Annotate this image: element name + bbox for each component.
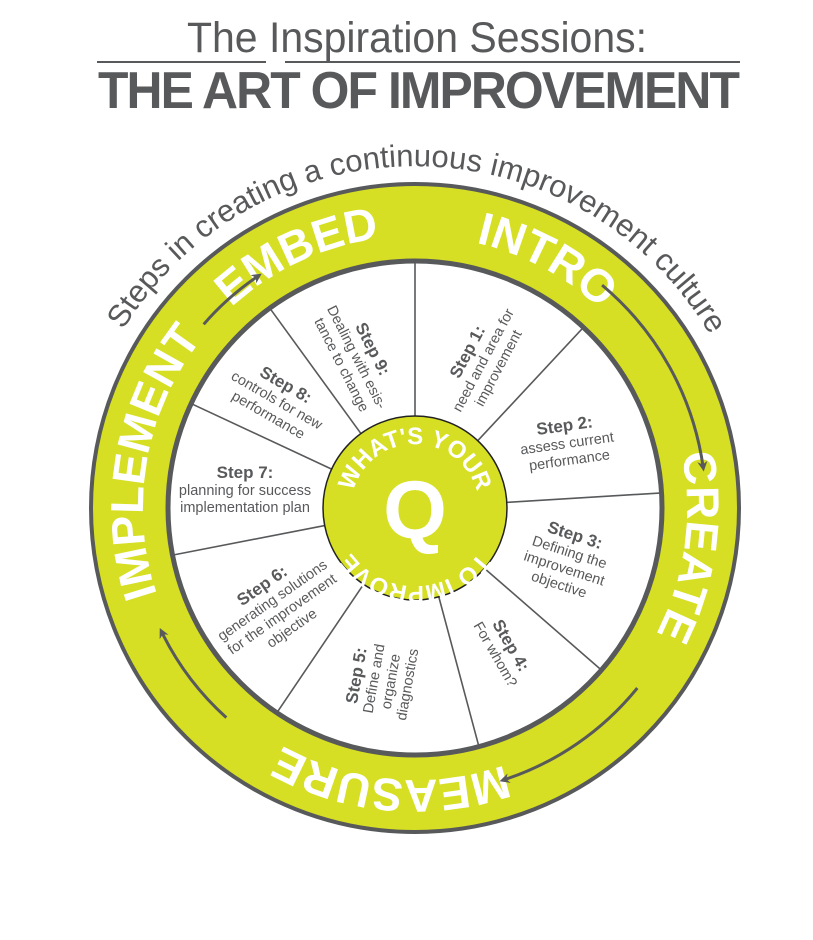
step-description: planning for success [179, 483, 311, 499]
segment-divider [506, 492, 660, 504]
segment-divider [477, 328, 583, 442]
segment-divider [270, 309, 362, 435]
page-subtitle: The Inspiration Sessions: [187, 14, 647, 62]
segment-divider [438, 596, 480, 745]
step-description: implementation plan [180, 500, 310, 516]
wheel: Step 1:need and area forimprovementStep … [89, 138, 741, 834]
step-label: Step 7: [217, 463, 274, 482]
page-title: THE ART OF IMPROVEMENT [98, 62, 740, 120]
arrow-implement-to-embed-icon [202, 273, 262, 326]
arrow-create-to-measure-icon [499, 687, 639, 783]
arrow-measure-to-implement-icon [159, 628, 228, 719]
segment-divider [174, 524, 325, 556]
segment-divider [192, 403, 332, 470]
center-circle [322, 415, 508, 601]
segment-divider [277, 583, 365, 712]
center-q-letter: Q [383, 465, 447, 556]
step-segment-7: Step 7:planning for successimplementatio… [179, 463, 311, 516]
arrow-intro-to-create-icon [601, 283, 708, 472]
segment-divider [483, 567, 601, 670]
